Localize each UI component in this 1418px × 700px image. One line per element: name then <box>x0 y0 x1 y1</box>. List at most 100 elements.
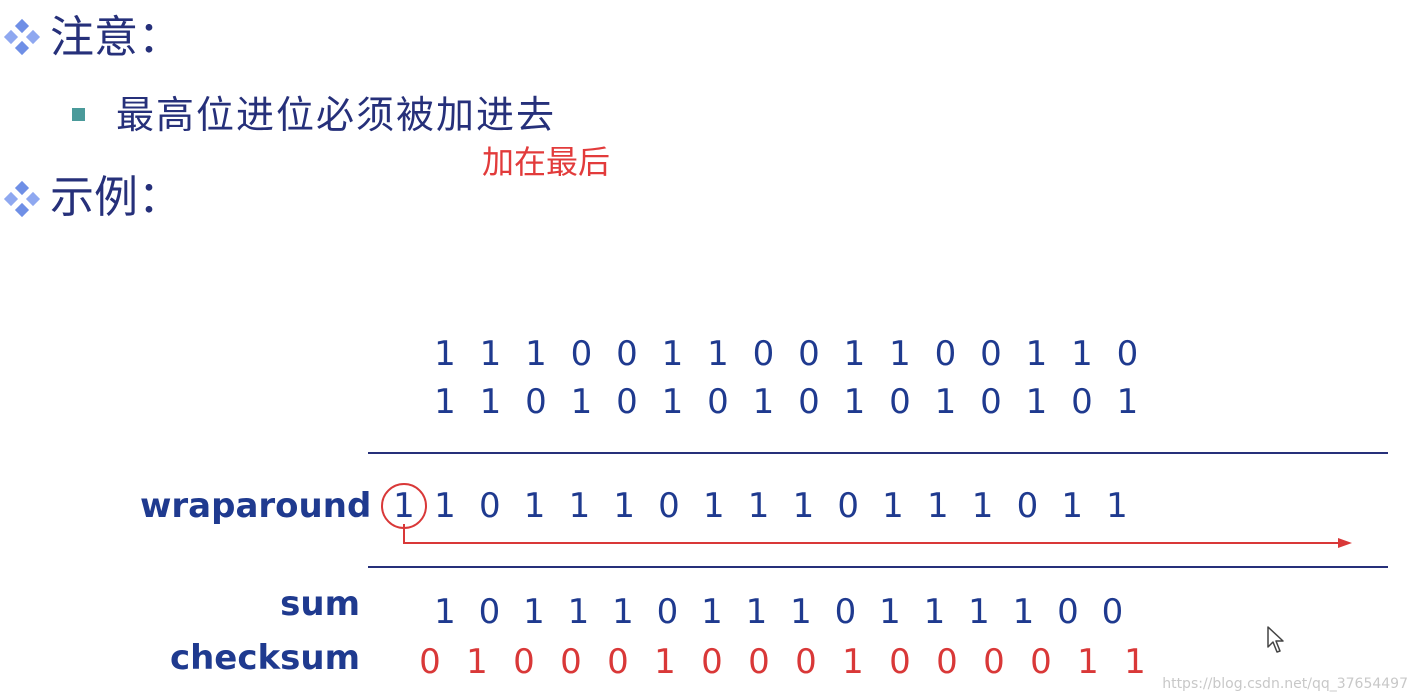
red-annotation: 加在最后 <box>482 143 611 181</box>
bit-digit: 1 <box>701 592 723 632</box>
bit-digit: 0 <box>707 382 729 422</box>
bit-digit: 0 <box>1101 592 1124 632</box>
bit-digit: 1 <box>1106 486 1128 526</box>
bit-digit: 0 <box>1057 592 1079 632</box>
bit-digit: 1 <box>843 334 866 374</box>
bit-digit: 1 <box>934 382 957 422</box>
bit-digit: 0 <box>795 642 817 682</box>
bit-digit: 1 <box>1061 486 1083 526</box>
bit-digit: 0 <box>525 382 547 422</box>
bit-digit: 1 <box>1025 382 1048 422</box>
bit-digit: 1 <box>466 642 488 682</box>
bit-digit: 0 <box>616 334 638 374</box>
bit-digit: 1 <box>567 592 590 632</box>
bit-digit: 1 <box>479 334 502 374</box>
bit-digit: 0 <box>656 592 679 632</box>
bit-digit: 0 <box>419 642 441 682</box>
bit-digit: 1 <box>790 592 812 632</box>
watermark: https://blog.csdn.net/qq_37654497 <box>1162 676 1408 692</box>
bit-digit: 1 <box>434 382 456 422</box>
bit-digit: 0 <box>748 642 770 682</box>
bit-digit: 1 <box>707 334 729 374</box>
notes-heading: 注意： <box>50 12 182 63</box>
bit-digit: 1 <box>654 642 676 682</box>
bit-digit: 1 <box>434 592 456 632</box>
bit-digit: 1 <box>702 486 725 526</box>
bit-digit: 1 <box>1077 642 1099 682</box>
bit-digit: 1 <box>792 486 815 526</box>
bit-digit: 0 <box>478 592 501 632</box>
bit-digit: 1 <box>1116 382 1139 422</box>
square-bullet-icon <box>72 108 85 121</box>
bit-digit: 1 <box>752 382 775 422</box>
bit-digit: 0 <box>798 382 820 422</box>
bit-digit: 1 <box>971 486 994 526</box>
bit-digit: 1 <box>926 486 949 526</box>
checksum-label: checksum <box>169 638 360 678</box>
bit-digit: 1 <box>843 382 866 422</box>
bit-digit: 0 <box>889 642 911 682</box>
bit-digit: 0 <box>936 642 958 682</box>
bit-digit: 0 <box>752 334 775 374</box>
bit-digit: 0 <box>1071 382 1093 422</box>
bit-digit: 1 <box>879 592 901 632</box>
sum-divider-bottom <box>368 566 1388 568</box>
bit-digit: 1 <box>434 486 456 526</box>
bit-digit: 0 <box>1030 642 1052 682</box>
bit-digit: 0 <box>1016 486 1039 526</box>
bit-digit: 0 <box>889 382 911 422</box>
bit-digit: 0 <box>570 334 593 374</box>
bit-digit: 1 <box>747 486 770 526</box>
bit-digit: 0 <box>837 486 859 526</box>
carry-note: 最高位进位必须被加进去 <box>116 93 557 137</box>
example-heading: 示例： <box>50 172 182 223</box>
bit-digit: 1 <box>523 486 546 526</box>
bit-digit: 0 <box>934 334 957 374</box>
bit-digit: 0 <box>513 642 535 682</box>
bit-digit: 0 <box>607 642 629 682</box>
bit-digit: 0 <box>701 642 723 682</box>
bit-digit: 1 <box>479 382 502 422</box>
bit-digit: 1 <box>613 486 635 526</box>
bit-digit: 0 <box>798 334 820 374</box>
bit-digit: 1 <box>570 382 593 422</box>
wraparound-arrow-icon <box>403 524 1352 548</box>
bit-digit: 1 <box>1071 334 1093 374</box>
bit-digit: 1 <box>745 592 768 632</box>
bit-digit: 1 <box>434 334 456 374</box>
sum-label: sum <box>280 584 360 624</box>
wraparound-label: wraparound <box>140 486 372 526</box>
bit-digit: 1 <box>661 382 684 422</box>
mouse-cursor-icon <box>1267 626 1284 653</box>
sum-divider-top <box>368 452 1388 454</box>
bit-digit: 1 <box>1025 334 1048 374</box>
bit-digit: 1 <box>842 642 864 682</box>
bit-digit: 0 <box>616 382 638 422</box>
carry-bit: 1 <box>393 486 415 526</box>
bit-digit: 1 <box>889 334 911 374</box>
bit-digit: 0 <box>834 592 857 632</box>
bit-digit: 1 <box>968 592 990 632</box>
bit-digit: 1 <box>661 334 684 374</box>
bit-digit: 1 <box>1012 592 1035 632</box>
diamond-bullet-icon <box>3 180 41 218</box>
bit-digit: 0 <box>1116 334 1139 374</box>
bit-digit: 1 <box>882 486 904 526</box>
bit-digit: 0 <box>983 642 1005 682</box>
diamond-bullet-icon <box>3 18 41 56</box>
bit-digit: 1 <box>612 592 634 632</box>
bit-digit: 1 <box>923 592 946 632</box>
bit-digit: 1 <box>523 592 545 632</box>
bit-digit: 0 <box>478 486 501 526</box>
bit-digit: 1 <box>568 486 591 526</box>
bit-digit: 0 <box>658 486 680 526</box>
bit-digit: 0 <box>980 334 1002 374</box>
bit-digit: 1 <box>1124 642 1146 682</box>
bit-digit: 1 <box>525 334 547 374</box>
bit-digit: 0 <box>560 642 582 682</box>
